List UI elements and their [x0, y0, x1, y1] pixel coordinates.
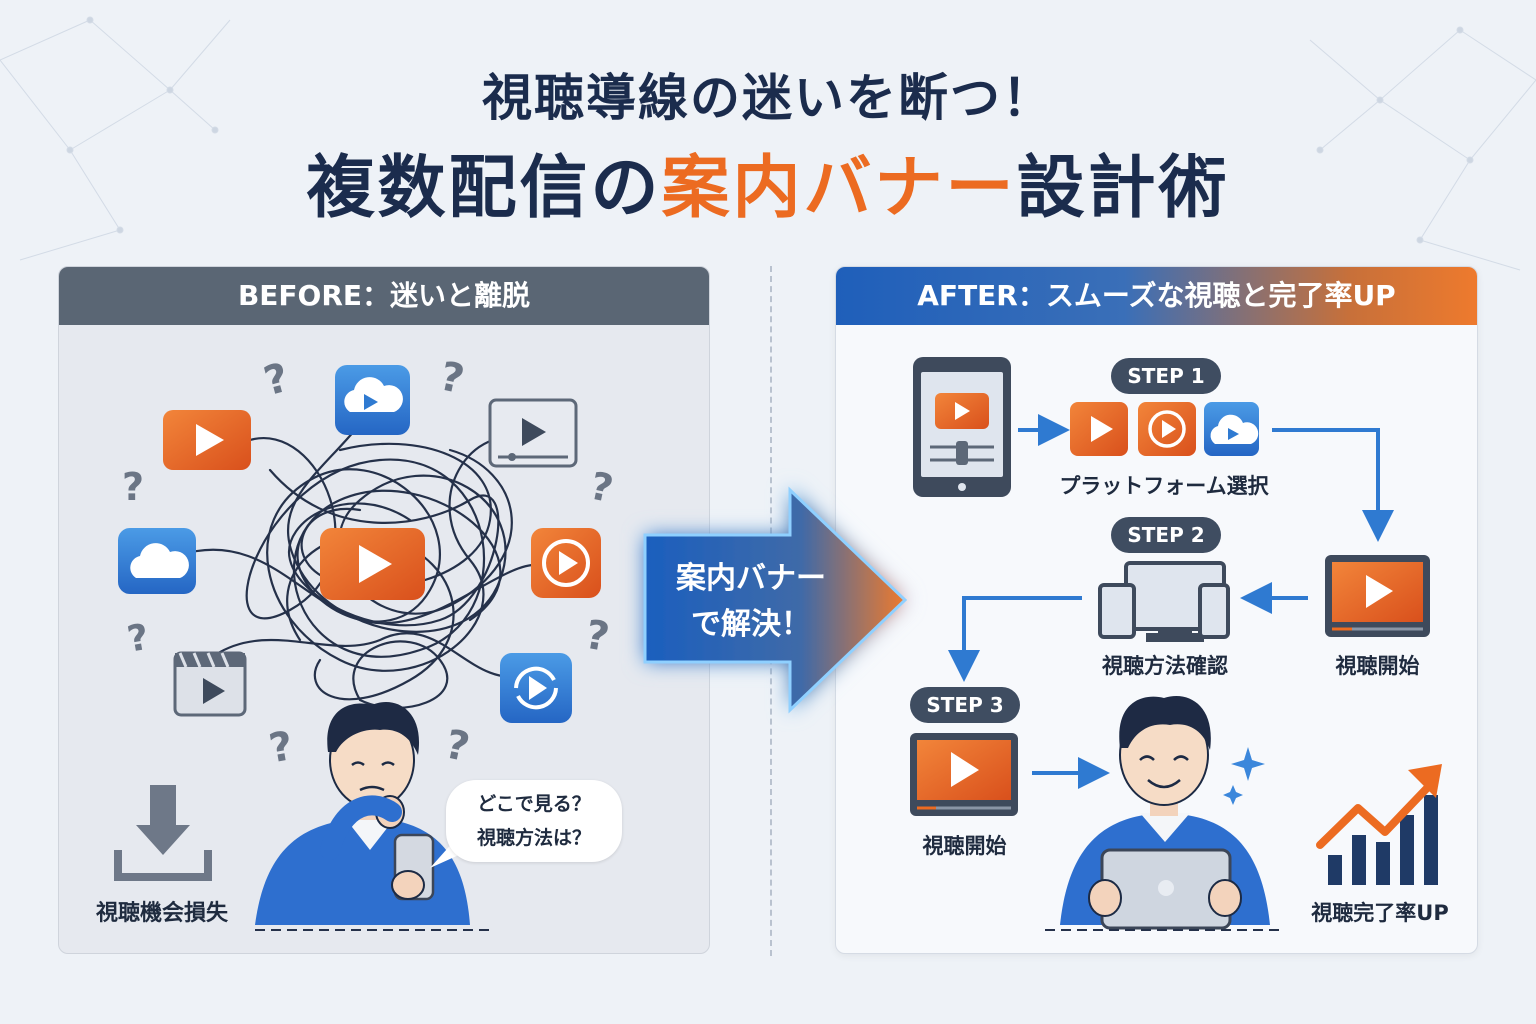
play-button-icon [1070, 402, 1128, 456]
loss-label: 視聴機会損失 [95, 901, 228, 926]
flow-arrow-4 [948, 596, 1082, 682]
speech-bubble: どこで見る？ 視聴方法は？ [446, 780, 622, 862]
title-line1: 視聴導線の迷いを断つ！ [482, 69, 1054, 127]
svg-text:?: ? [582, 612, 613, 661]
before-header: BEFORE：迷いと離脱 [59, 267, 709, 325]
svg-text:?: ? [124, 617, 152, 661]
title-line2-highlight: 案内バナー [661, 149, 1017, 228]
play-button-icon [320, 528, 425, 600]
cloud-play-icon [1204, 402, 1259, 456]
start-label-left: 視聴開始 [922, 834, 1007, 858]
after-header: AFTER：スムーズな視聴と完了率UP [836, 267, 1477, 325]
clapperboard-icon [173, 651, 247, 717]
solution-arrow-shape [643, 486, 908, 714]
play-button-icon [163, 410, 251, 470]
svg-text:?: ? [266, 723, 297, 772]
svg-text:?: ? [259, 355, 293, 405]
refresh-play-icon [500, 653, 572, 723]
solution-arrow-text: 案内バナー で解決！ [656, 556, 846, 648]
step1-label: プラットフォーム選択 [1059, 474, 1269, 498]
step3-badge: STEP 3 [910, 687, 1020, 723]
solution-arrow-line1: 案内バナー [676, 561, 826, 596]
svg-text:?: ? [436, 353, 468, 403]
video-player-icon [910, 733, 1018, 816]
circle-play-icon [531, 528, 601, 598]
tablet-icon [913, 357, 1011, 497]
video-player-icon [1325, 555, 1430, 637]
svg-text:?: ? [586, 463, 617, 511]
title-line2: 複数配信の案内バナー設計術 [0, 132, 1536, 231]
cloud-play-icon [335, 365, 410, 435]
happy-person [1060, 695, 1270, 930]
confused-person [255, 702, 470, 925]
devices-icon [1098, 561, 1230, 642]
tangled-lines [178, 408, 542, 709]
growth-chart-icon [1316, 764, 1442, 885]
speech-line2: 視聴方法は？ [476, 827, 591, 849]
speech-line1: どこで見る？ [477, 793, 591, 815]
start-label-right: 視聴開始 [1335, 654, 1420, 678]
step1-badge: STEP 1 [1111, 358, 1221, 394]
cloud-icon [118, 528, 196, 594]
step2-badge: STEP 2 [1111, 517, 1221, 553]
svg-text:?: ? [441, 721, 473, 771]
solution-arrow-line2: で解決！ [691, 607, 811, 642]
download-icon [114, 785, 212, 881]
sparkle-icon [1223, 747, 1265, 805]
title-line2-prefix: 複数配信の [306, 149, 662, 228]
flow-arrow-2 [1272, 428, 1394, 542]
title-line2-suffix: 設計術 [1016, 149, 1230, 228]
step2-label: 視聴方法確認 [1102, 654, 1228, 678]
circle-play-icon [1138, 402, 1196, 456]
completion-label: 視聴完了率UP [1311, 901, 1449, 925]
svg-text:?: ? [122, 465, 144, 509]
video-player-icon [488, 398, 578, 468]
